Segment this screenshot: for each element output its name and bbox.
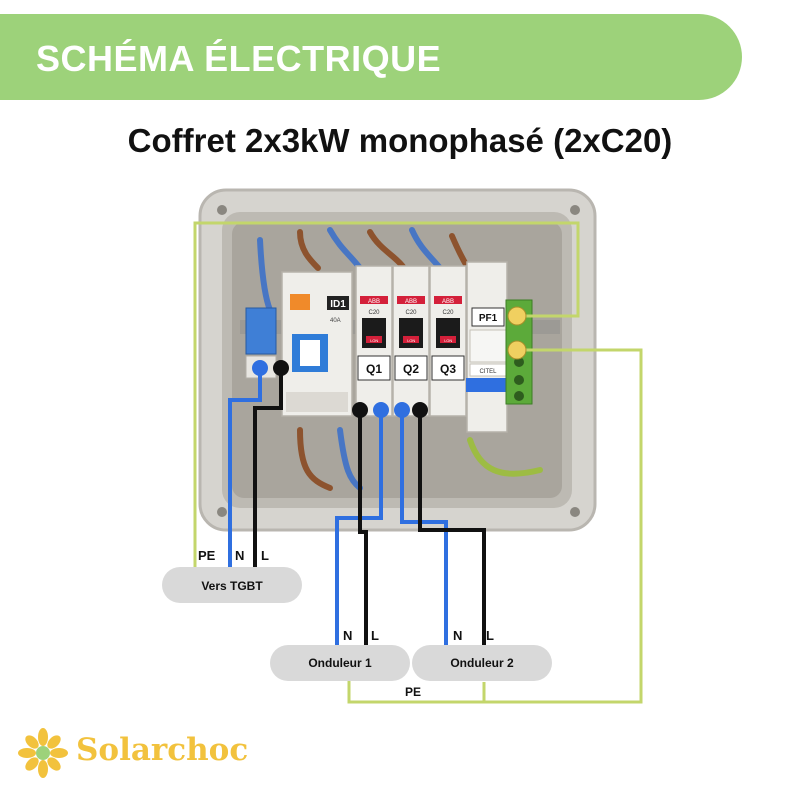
screw-icon: [570, 507, 580, 517]
onduleur1-n-label: N: [343, 628, 352, 643]
onduleur2-l-label: L: [486, 628, 494, 643]
onduleur2-connector: Onduleur 2: [412, 645, 552, 681]
live-connection-dot: [412, 402, 428, 418]
sun-flower-icon: [18, 728, 68, 778]
svg-text:I-ON: I-ON: [407, 338, 416, 343]
pe-connection-dot: [507, 306, 527, 326]
onduleur1-connector: Onduleur 1: [270, 645, 410, 681]
neutral-connection-dot: [394, 402, 410, 418]
onduleur2-n-label: N: [453, 628, 462, 643]
svg-text:ABB: ABB: [405, 299, 417, 305]
id1-rating: 40A: [330, 318, 341, 324]
svg-text:CITEL: CITEL: [479, 369, 497, 375]
screw-icon: [570, 205, 580, 215]
breaker-lever: [362, 318, 386, 348]
breaker-label-q1: Q1: [366, 362, 382, 376]
screw-icon: [217, 205, 227, 215]
brand-name: Solarchoc: [76, 732, 249, 768]
header-banner: SCHÉMA ÉLECTRIQUE: [0, 14, 742, 100]
svg-text:ABB: ABB: [442, 299, 454, 305]
breaker-label-q2: Q2: [403, 362, 419, 376]
breaker-q3: ABB C20 I-ON Q3: [429, 265, 467, 417]
svg-text:C20: C20: [368, 310, 380, 316]
svg-text:C20: C20: [405, 310, 417, 316]
page-subtitle: Coffret 2x3kW monophasé (2xC20): [127, 122, 673, 159]
screw-icon: [217, 507, 227, 517]
tgbt-label: Vers TGBT: [201, 579, 263, 593]
tgbt-pe-label: PE: [198, 548, 216, 563]
neutral-connection-dot: [373, 402, 389, 418]
svg-text:ABB: ABB: [368, 299, 380, 305]
svg-text:I-ON: I-ON: [370, 338, 379, 343]
breaker-lever: [436, 318, 460, 348]
tgbt-connector: Vers TGBT: [162, 567, 302, 603]
onduleur1-l-label: L: [371, 628, 379, 643]
pe-wiring: [193, 221, 643, 704]
spd-label: PF1: [479, 313, 498, 324]
test-button-icon: [290, 294, 310, 310]
page-title: SCHÉMA ÉLECTRIQUE: [36, 38, 442, 79]
live-connection-dot: [273, 360, 289, 376]
breaker-q2: ABB C20 I-ON Q2: [392, 265, 430, 417]
live-connection-dot: [352, 402, 368, 418]
live-wiring: [253, 368, 486, 646]
breaker-q1: ABB C20 I-ON Q1: [355, 265, 393, 417]
breaker-label-q3: Q3: [440, 362, 456, 376]
tgbt-l-label: L: [261, 548, 269, 563]
neutral-connection-dot: [252, 360, 268, 376]
solarchoc-logo: Solarchoc: [18, 728, 318, 778]
pe-bottom-label: PE: [405, 685, 421, 699]
pe-connection-dot: [507, 340, 527, 360]
interior-wires: [257, 227, 543, 491]
svg-text:I-ON: I-ON: [444, 338, 453, 343]
surge-protector-pf1: PF1 CITEL: [466, 261, 508, 433]
onduleur1-label: Onduleur 1: [308, 656, 372, 670]
svg-text:C20: C20: [442, 310, 454, 316]
id1-label: ID1: [330, 299, 346, 310]
breaker-lever: [399, 318, 423, 348]
tgbt-n-label: N: [235, 548, 244, 563]
onduleur2-label: Onduleur 2: [450, 656, 514, 670]
id1-differential-switch: ID1 40A: [281, 271, 353, 417]
